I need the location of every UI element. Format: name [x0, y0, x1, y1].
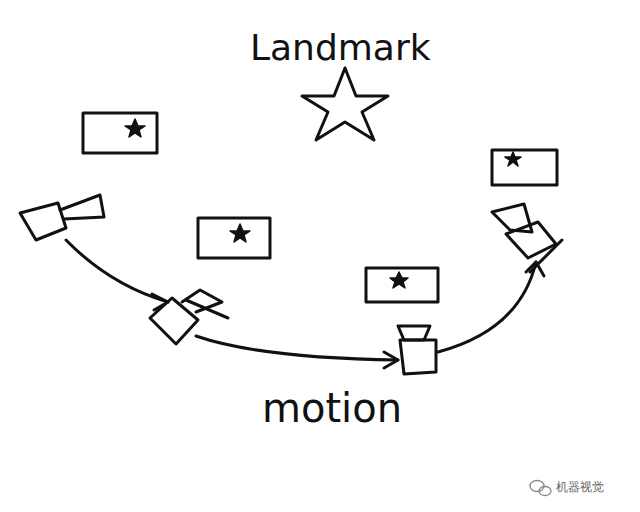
motion-label: motion: [262, 388, 402, 428]
landmark-label: Landmark: [250, 30, 431, 66]
image-frame: [492, 150, 557, 185]
motion-arrow: [66, 240, 168, 310]
image-frame: [198, 218, 270, 258]
image-frame: [83, 113, 157, 153]
camera: [150, 290, 228, 344]
motion-arrow: [196, 336, 398, 368]
watermark: 机器视觉: [556, 481, 604, 493]
camera: [398, 326, 436, 374]
image-frame: [366, 268, 438, 302]
camera: [492, 204, 556, 258]
motion-arrow: [438, 240, 562, 352]
camera: [20, 195, 104, 240]
landmark-star: [302, 68, 388, 140]
wechat-icon: [530, 481, 551, 496]
